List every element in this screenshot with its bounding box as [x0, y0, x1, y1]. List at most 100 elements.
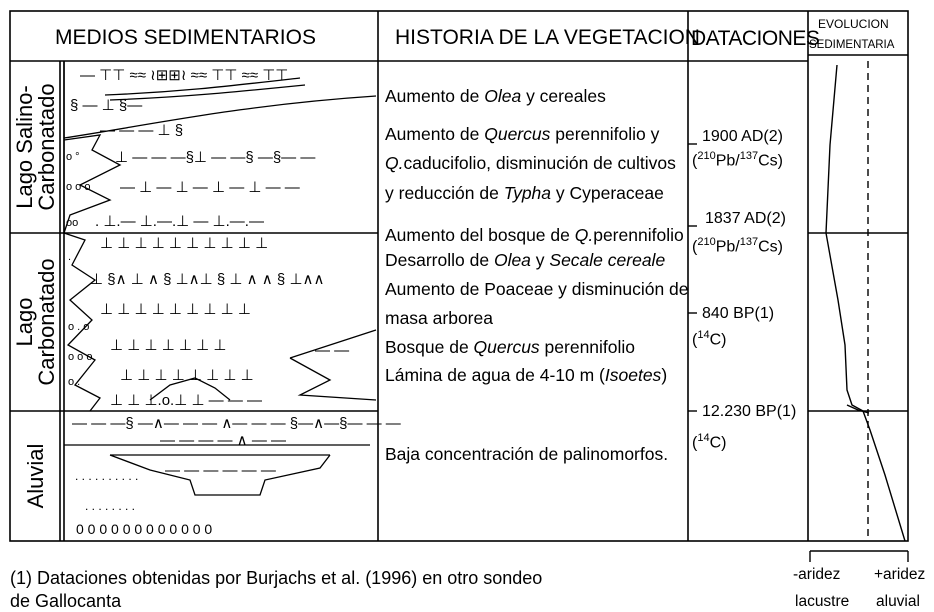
svg-text:⊥ ⊥ ⊥ ⊥ ⊥ ⊥ ⊥ ⊥: ⊥ ⊥ ⊥ ⊥ ⊥ ⊥ ⊥ ⊥: [120, 367, 254, 384]
header-evolucion-line2: SEDIMENTARIA: [809, 39, 895, 51]
date-1837-method: (210Pb/137Cs): [692, 237, 783, 255]
svg-text:— — —§ —∧— — — ∧— — — §—∧—§— —: — — —§ —∧— — — ∧— — — §—∧—§— — —: [72, 415, 401, 432]
taxon-name: Typha: [503, 183, 552, 203]
svg-text:⊥ ⊥ ⊥ ⊥ ⊥ ⊥ ⊥ ⊥ ⊥ ⊥: ⊥ ⊥ ⊥ ⊥ ⊥ ⊥ ⊥ ⊥ ⊥ ⊥: [100, 235, 268, 252]
lithology-top-unit: [63, 61, 377, 234]
taxon-name: Q.: [574, 225, 594, 245]
vegetation-line: masa arborea: [385, 308, 493, 328]
svg-text:o . o: o . o: [68, 321, 89, 333]
vegetation-line: Q.caducifolio, disminución de cultivos: [385, 153, 676, 173]
vegetation-text: perennifolio: [539, 337, 636, 357]
lithology-symbols-bottom: — — —§ —∧— — — ∧— — — §—∧—§— — — — — — —…: [72, 415, 401, 537]
vegetation-text: caducifolio, disminución de cultivos: [403, 153, 676, 173]
vegetation-text: ): [661, 365, 668, 385]
vegetation-text: y Cyperaceae: [551, 183, 664, 203]
isotope-mass-number: 137: [739, 236, 759, 248]
lithology-bottom-unit: [64, 444, 370, 496]
isotope-mass-number: 137: [739, 150, 759, 162]
method-text: (: [692, 331, 698, 349]
isotope-mass-number: 210: [697, 236, 716, 248]
date-12230bp-value: 12.230 BP(1): [702, 403, 797, 420]
table-border: [9, 10, 909, 542]
svg-text:. ⊥.— ⊥.—.⊥ — ⊥.—.—: . ⊥.— ⊥.—.⊥ — ⊥.—.—: [95, 213, 264, 230]
unit-label-aluvial-line1: Aluvial: [23, 443, 48, 509]
vegetation-text: masa arborea: [385, 308, 493, 328]
svg-text:⊥ — — —§⊥ — —§ —§— —: ⊥ — — —§⊥ — —§ —§— —: [115, 149, 315, 166]
vegetation-text: Lámina de agua de 4-10 m (: [385, 365, 605, 385]
taxon-name: Isoetes: [604, 365, 662, 385]
method-text: (: [692, 238, 698, 256]
vegetation-line: y reducción de Typha y Cyperaceae: [385, 183, 664, 203]
svg-text:⊥ §∧ ⊥ ∧ § ⊥∧⊥ § ⊥ ∧ ∧ § ⊥∧∧: ⊥ §∧ ⊥ ∧ § ⊥∧⊥ § ⊥ ∧ ∧ § ⊥∧∧: [90, 271, 324, 288]
lithology-symbols-top: — ⊤⊤ ≈≈ ≀⊞⊞≀ ≈≈ ⊤⊤ ≈≈ ⊤⊤ § — ⊥ §— — — — …: [66, 67, 315, 230]
vegetation-text: y: [530, 250, 550, 270]
date-ticks: [688, 143, 697, 412]
date-1900-method: (210Pb/137Cs): [692, 151, 783, 169]
method-text: Pb/: [715, 152, 740, 170]
method-text: (: [692, 434, 698, 452]
isotope-mass-number: 14: [697, 432, 710, 444]
taxon-name: Quercus: [473, 337, 540, 357]
header-medios: MEDIOS SEDIMENTARIOS: [55, 26, 316, 49]
svg-text:. . . . . . . .: . . . . . . . .: [85, 499, 135, 513]
vegetation-text: perennifolio y: [550, 124, 660, 144]
svg-text:— — — — — —: — — — — — —: [165, 462, 276, 479]
axis-label-mas-aridez: +aridez: [874, 566, 926, 583]
svg-text:— — — — ∧ — —: — — — — ∧ — —: [160, 432, 286, 449]
unit-label-salino-line2: Carbonatado: [34, 83, 59, 211]
svg-text:. . . . . . . . . .: . . . . . . . . . .: [75, 469, 138, 483]
unit-label-aluvial: Aluvial: [23, 443, 48, 509]
svg-text:o o o: o o o: [68, 351, 92, 363]
vegetation-text: Aumento de Poaceae y disminución de: [385, 279, 689, 299]
svg-text:o o o: o o o: [66, 181, 90, 193]
axis-label-aluvial: aluvial: [876, 593, 920, 610]
date-1837-value: 1837 AD(2): [705, 210, 786, 227]
svg-text:oo: oo: [66, 217, 78, 229]
header-dataciones: DATACIONES: [691, 27, 820, 50]
method-text: C): [709, 331, 727, 349]
date-1900-value: 1900 AD(2): [702, 128, 783, 145]
axis-label-lacustre: lacustre: [795, 593, 850, 610]
evolucion-trend-kink: [846, 404, 870, 414]
unit-label-carbonatado-line2: Carbonatado: [34, 258, 59, 386]
svg-text:§ — ⊥ §—: § — ⊥ §—: [70, 97, 142, 114]
unit-label-salino-line1: Lago Salino-: [12, 85, 37, 209]
evolucion-curve: [825, 61, 906, 542]
vegetation-text: perennifolio: [593, 225, 684, 245]
unit-label-carbonatado: Lago Carbonatado: [12, 258, 59, 386]
vegetation-text: y cereales: [521, 86, 606, 106]
svg-text:⊥ ⊥ ⊥.o.⊥ ⊥ — — —: ⊥ ⊥ ⊥.o.⊥ ⊥ — — —: [110, 392, 262, 409]
svg-text:— — — ⊥ §: — — — ⊥ §: [100, 122, 183, 139]
isotope-mass-number: 210: [697, 150, 716, 162]
axis-label-menos-aridez: -aridez: [793, 566, 841, 583]
method-text: Cs): [758, 238, 783, 256]
vegetation-line: Aumento de Poaceae y disminución de: [385, 279, 689, 299]
taxon-name: Olea: [484, 86, 522, 106]
taxon-name: Quercus: [484, 124, 551, 144]
vegetation-text: Aumento de: [385, 86, 485, 106]
vegetation-line: Desarrollo de Olea y Secale cereale: [385, 250, 665, 270]
vegetation-line: Bosque de Quercus perennifolio: [385, 337, 636, 357]
svg-text:⊥ ⊥ ⊥ ⊥ ⊥ ⊥ ⊥: ⊥ ⊥ ⊥ ⊥ ⊥ ⊥ ⊥: [110, 337, 226, 354]
taxon-name: Q.: [385, 153, 404, 173]
svg-text:— —: — —: [315, 342, 349, 359]
evolucion-axis: [809, 550, 909, 562]
method-text: C): [709, 434, 727, 452]
vegetation-text: Desarrollo de: [385, 250, 494, 270]
method-text: (: [692, 152, 698, 170]
vegetation-text: y reducción de: [385, 183, 504, 203]
date-840bp-method: (14C): [692, 330, 726, 348]
vegetation-line: Aumento de Olea y cereales: [385, 86, 606, 106]
vegetation-text: Baja concentración de palinomorfos.: [385, 444, 669, 464]
lithology-middle-unit: [63, 232, 377, 412]
date-840bp-value: 840 BP(1): [702, 305, 775, 322]
method-text: Pb/: [715, 238, 740, 256]
svg-text:⊥ ⊥ ⊥ ⊥ ⊥ ⊥ ⊥ ⊥ ⊥: ⊥ ⊥ ⊥ ⊥ ⊥ ⊥ ⊥ ⊥ ⊥: [100, 301, 251, 318]
footnote-line1: (1) Dataciones obtenidas por Burjachs et…: [10, 568, 543, 588]
evolucion-trend-line: [825, 64, 906, 542]
svg-text:o .: o .: [68, 376, 80, 388]
svg-text:o °: o °: [66, 151, 80, 163]
lithology-symbols-middle: ⊥ ⊥ ⊥ ⊥ ⊥ ⊥ ⊥ ⊥ ⊥ ⊥ ⊥ §∧ ⊥ ∧ § ⊥∧⊥ § ⊥ ∧…: [68, 235, 349, 409]
footnote-line2: de Gallocanta: [10, 591, 122, 611]
